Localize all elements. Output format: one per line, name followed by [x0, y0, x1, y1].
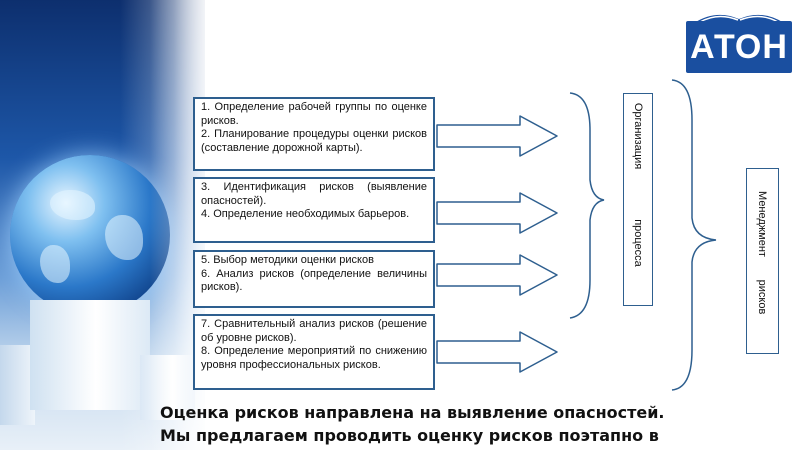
right-arrow: [436, 192, 558, 234]
cube-image: [0, 345, 35, 425]
right-arrow: [436, 254, 558, 296]
management-label: рисков: [756, 279, 768, 315]
aton-logo: АТОН: [686, 7, 792, 73]
footer-text: Оценка рисков направлена на выявление оп…: [160, 401, 800, 447]
globe-image: [10, 155, 170, 315]
step-text: 3. Идентификация рисков (выявление опасн…: [201, 181, 427, 207]
step-text: 2. Планирование процедуры оценки рисков …: [201, 128, 427, 154]
cube-image: [30, 300, 150, 410]
logo-plate: АТОН: [686, 21, 792, 73]
management-label: Менеджмент: [756, 191, 768, 257]
footer-line: Оценка рисков направлена на выявление оп…: [160, 403, 665, 422]
process-label: процесса: [632, 219, 644, 267]
brace-management: [671, 79, 717, 391]
brace-process: [569, 92, 605, 319]
right-arrow: [436, 115, 558, 157]
management-box: Менеджмент рисков: [746, 168, 779, 354]
right-arrow: [436, 331, 558, 373]
step-box-2: 3. Идентификация рисков (выявление опасн…: [193, 177, 435, 243]
process-label: Организация: [632, 102, 644, 170]
logo-text: АТОН: [690, 28, 788, 66]
step-text: 5. Выбор методики оценки рисков: [201, 254, 374, 266]
step-text: 6. Анализ рисков (определение величины р…: [201, 267, 427, 294]
step-text: 1. Определение рабочей группы по оценке …: [201, 101, 427, 127]
step-box-4: 7. Сравнительный анализ рисков (решение …: [193, 314, 435, 390]
step-text: 7. Сравнительный анализ рисков (решение …: [201, 318, 427, 344]
step-box-1: 1. Определение рабочей группы по оценке …: [193, 97, 435, 171]
book-icon: [694, 14, 784, 23]
process-box: Организация процесса: [623, 93, 653, 306]
footer-line: Мы предлагаем проводить оценку рисков по…: [160, 426, 659, 445]
continent-shape: [40, 245, 70, 283]
step-text: 8. Определение мероприятий по снижению у…: [201, 345, 427, 371]
continent-shape: [50, 190, 95, 220]
continent-shape: [105, 215, 143, 260]
step-text: 4. Определение необходимых барьеров.: [201, 208, 410, 220]
step-box-3: 5. Выбор методики оценки рисков 6. Анали…: [193, 250, 435, 308]
